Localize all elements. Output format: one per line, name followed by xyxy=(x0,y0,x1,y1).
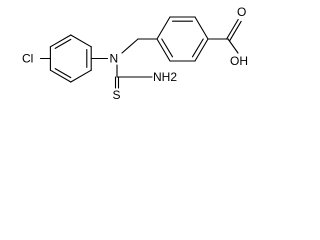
chemical-structure-diagram: Cl N NH2 S O OH xyxy=(22,5,248,102)
double-bond-inner xyxy=(161,38,174,58)
double-bond-inner xyxy=(54,68,72,79)
double-bond-inner xyxy=(54,38,72,49)
bond xyxy=(121,38,139,54)
bond xyxy=(194,16,209,40)
bond xyxy=(156,16,171,40)
bond xyxy=(49,34,72,48)
bond xyxy=(70,34,92,48)
bond xyxy=(70,69,92,83)
sulfur-atom-label: S xyxy=(113,88,121,102)
bond xyxy=(226,18,239,40)
amide-group-label: NH2 xyxy=(153,70,177,84)
bond xyxy=(227,38,239,54)
bond xyxy=(49,69,72,83)
benzoic-acid-ring xyxy=(156,16,209,62)
carbonyl-oxygen-label: O xyxy=(237,5,246,19)
bond xyxy=(194,38,209,62)
chlorine-atom-label: Cl xyxy=(22,52,33,66)
bond xyxy=(156,38,171,62)
double-bond-inner xyxy=(191,38,204,58)
bond xyxy=(229,20,242,42)
chlorophenyl-ring xyxy=(49,34,92,83)
hydroxyl-group-label: OH xyxy=(230,54,248,68)
nitrogen-atom-label: N xyxy=(110,52,119,66)
